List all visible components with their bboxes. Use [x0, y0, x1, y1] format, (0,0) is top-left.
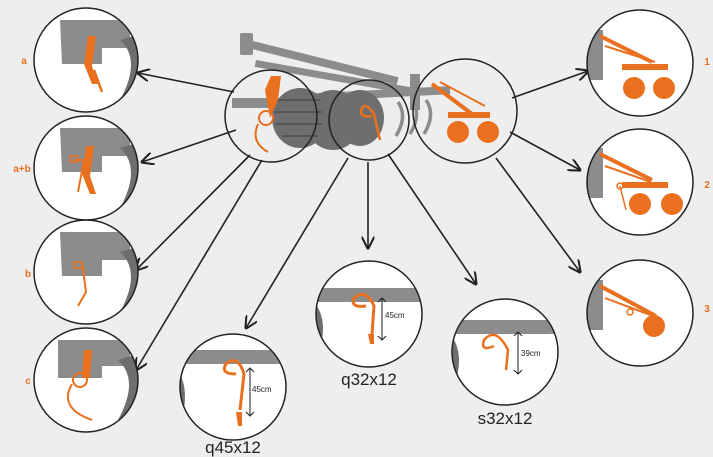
- label-a: a: [21, 56, 27, 67]
- depth-label-q45x12: 45cm: [252, 385, 272, 394]
- caption-s32x12: s32x12: [478, 409, 533, 428]
- option-b-detail: [33, 219, 139, 325]
- tine-q32x12-detail: [315, 260, 423, 368]
- option-a-b-detail: [33, 115, 139, 221]
- depth-label-q32x12: 45cm: [385, 311, 405, 320]
- option-3-detail: [586, 259, 694, 367]
- machine-detail-leg: [224, 69, 318, 163]
- label-3: 3: [704, 304, 710, 315]
- option-c-detail: [33, 327, 139, 433]
- cultivator-machine: [232, 33, 451, 150]
- caption-q45x12: q45x12: [205, 438, 261, 457]
- tine-s32x12-detail: [451, 298, 559, 406]
- tine-q45x12-detail: [179, 333, 287, 441]
- label-b: b: [25, 269, 31, 280]
- machine-detail-tine: [328, 79, 410, 161]
- machine-detail-roller: [412, 58, 518, 164]
- connector-arrows: [136, 71, 588, 370]
- option-1-detail: [586, 9, 694, 117]
- label-2: 2: [704, 180, 710, 191]
- option-a-detail: [33, 7, 139, 113]
- label-a-b: a+b: [13, 164, 31, 175]
- label-1: 1: [704, 57, 710, 68]
- label-c: c: [25, 376, 31, 387]
- caption-q32x12: q32x12: [341, 370, 397, 389]
- option-2-detail: [586, 128, 694, 236]
- depth-label-s32x12: 39cm: [521, 349, 541, 358]
